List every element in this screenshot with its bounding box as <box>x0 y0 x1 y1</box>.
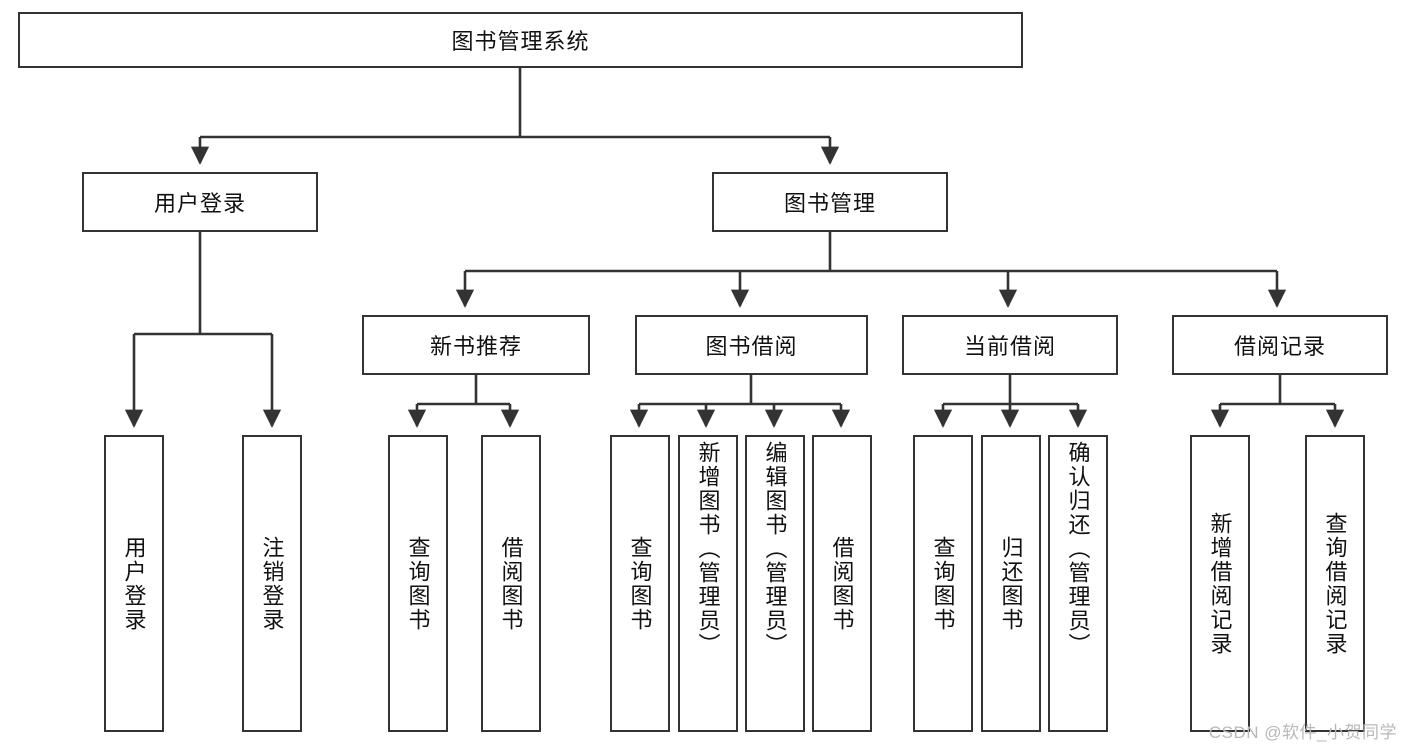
node-book-manage[interactable]: 图书管理 <box>712 172 948 232</box>
leaf-query-record[interactable]: 查询借阅记录 <box>1305 435 1365 732</box>
leaf-query-book-1[interactable]: 查询图书 <box>388 435 448 732</box>
node-new-book-recommend-label: 新书推荐 <box>429 334 522 359</box>
node-book-borrow[interactable]: 图书借阅 <box>635 315 868 375</box>
leaf-return-book[interactable]: 归还图书 <box>981 435 1041 732</box>
leaf-query-book-3-label: 查询图书 <box>930 535 956 632</box>
node-book-borrow-label: 图书借阅 <box>705 334 798 359</box>
leaf-borrow-book-2-label: 借阅图书 <box>829 535 855 632</box>
csdn-watermark: CSDN @软件_小贺同学 <box>1208 723 1397 742</box>
leaf-borrow-book-2[interactable]: 借阅图书 <box>812 435 872 732</box>
leaf-add-book-label: 新增图书（管理员） <box>695 441 721 657</box>
leaf-query-book-2-label: 查询图书 <box>627 535 653 632</box>
leaf-add-record-label: 新增借阅记录 <box>1207 511 1233 656</box>
leaf-return-book-label: 归还图书 <box>998 535 1024 632</box>
leaf-add-record[interactable]: 新增借阅记录 <box>1190 435 1250 732</box>
node-borrow-record[interactable]: 借阅记录 <box>1172 315 1388 375</box>
node-new-book-recommend[interactable]: 新书推荐 <box>362 315 590 375</box>
node-user-login[interactable]: 用户登录 <box>82 172 318 232</box>
leaf-confirm-return-label: 确认归还（管理员） <box>1065 441 1091 657</box>
leaf-confirm-return[interactable]: 确认归还（管理员） <box>1048 435 1108 732</box>
leaf-borrow-book-1[interactable]: 借阅图书 <box>481 435 541 732</box>
node-current-borrow[interactable]: 当前借阅 <box>902 315 1118 375</box>
node-root-label: 图书管理系统 <box>451 29 590 54</box>
node-borrow-record-label: 借阅记录 <box>1233 334 1326 359</box>
node-user-login-label: 用户登录 <box>153 191 246 216</box>
leaf-query-record-label: 查询借阅记录 <box>1322 511 1348 656</box>
leaf-borrow-book-1-label: 借阅图书 <box>498 535 524 632</box>
leaf-user-login[interactable]: 用户登录 <box>104 435 164 732</box>
leaf-query-book-2[interactable]: 查询图书 <box>610 435 670 732</box>
leaf-edit-book-label: 编辑图书（管理员） <box>762 441 788 657</box>
leaf-add-book[interactable]: 新增图书（管理员） <box>678 435 738 732</box>
node-root[interactable]: 图书管理系统 <box>18 12 1023 68</box>
node-book-manage-label: 图书管理 <box>783 191 876 216</box>
leaf-user-logout[interactable]: 注销登录 <box>242 435 302 732</box>
leaf-query-book-1-label: 查询图书 <box>405 535 431 632</box>
leaf-edit-book[interactable]: 编辑图书（管理员） <box>745 435 805 732</box>
leaf-user-login-label: 用户登录 <box>121 535 147 632</box>
leaf-query-book-3[interactable]: 查询图书 <box>913 435 973 732</box>
node-current-borrow-label: 当前借阅 <box>963 334 1056 359</box>
leaf-user-logout-label: 注销登录 <box>259 535 285 632</box>
